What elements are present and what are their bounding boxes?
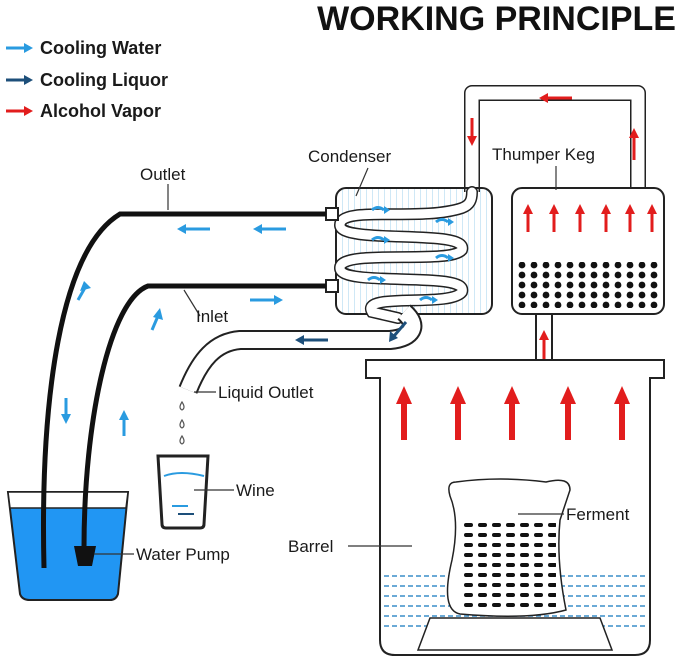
liquid-drops	[179, 400, 185, 445]
water-pump	[74, 546, 96, 566]
leader-lines	[94, 166, 564, 555]
legend-label: Alcohol Vapor	[40, 101, 161, 121]
label-outlet: Outlet	[140, 165, 186, 184]
legend-item-cooling-water: Cooling Water	[6, 38, 161, 58]
barrel	[365, 359, 665, 656]
label-thumper-keg: Thumper Keg	[492, 145, 595, 164]
legend-item-alcohol-vapor: Alcohol Vapor	[6, 101, 161, 121]
legend-label: Cooling Water	[40, 38, 161, 58]
arrow-left-icon	[295, 335, 304, 345]
barrel-to-keg-pipe	[535, 313, 553, 371]
arrow-down-icon	[61, 414, 71, 424]
label-water-pump: Water Pump	[136, 545, 230, 564]
arrow-up-icon	[119, 410, 129, 420]
liquid-outlet-pipe	[178, 304, 423, 445]
condenser	[325, 186, 493, 324]
arrow-left-icon	[177, 224, 186, 234]
wine-glass	[156, 454, 210, 530]
arrow-left-icon	[253, 224, 262, 234]
legend-item-cooling-liquor: Cooling Liquor	[6, 70, 168, 90]
label-inlet: Inlet	[196, 307, 228, 326]
arrow-right-icon	[274, 295, 283, 305]
arrow-down-icon	[80, 281, 91, 291]
legend-label: Cooling Liquor	[40, 70, 168, 90]
arrow-up-icon	[539, 330, 549, 340]
label-liquid-outlet: Liquid Outlet	[218, 383, 314, 402]
cooling-hoses	[41, 211, 326, 569]
thumper-keg	[511, 187, 665, 315]
vapor-top-pipe	[464, 85, 646, 192]
label-wine: Wine	[236, 481, 275, 500]
legend: Cooling Water Cooling Liquor Alcohol Vap…	[6, 38, 168, 121]
label-ferment: Ferment	[566, 505, 630, 524]
label-barrel: Barrel	[288, 537, 333, 556]
swirl-arrow-icon	[367, 206, 449, 302]
arrow-up-icon	[153, 308, 163, 320]
page-title: WORKING PRINCIPLE	[317, 0, 676, 38]
arrow-up-icon	[401, 402, 625, 440]
arrow-right-icon	[24, 43, 33, 53]
arrow-right-icon	[24, 75, 33, 85]
arrow-down-icon	[389, 331, 398, 342]
water-tank	[6, 491, 130, 601]
arrow-up-icon	[526, 214, 654, 232]
label-condenser: Condenser	[308, 147, 392, 166]
arrow-right-icon	[24, 106, 33, 116]
